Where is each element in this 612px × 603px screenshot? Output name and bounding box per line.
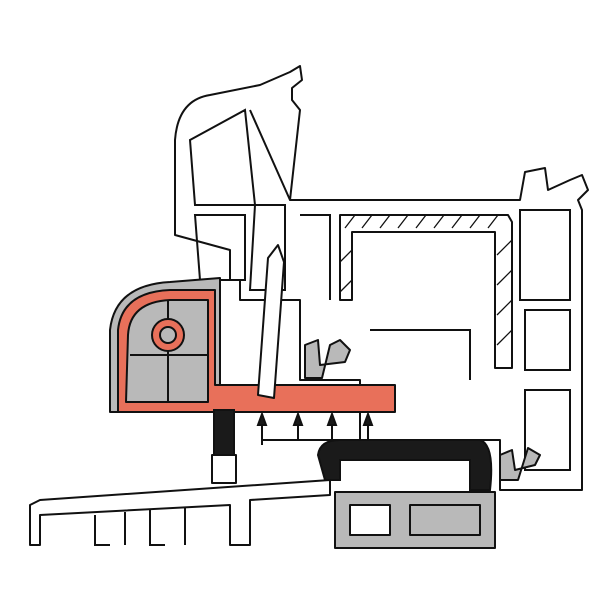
sash-inner-chambers — [188, 108, 571, 471]
bead-ribs — [130, 300, 208, 402]
glass-pane-edge — [257, 244, 285, 399]
screw-channel-hole — [159, 326, 177, 344]
sill-profile — [29, 479, 331, 546]
sash-gasket — [304, 339, 351, 379]
sash-profile — [174, 65, 589, 491]
black-spacer — [213, 409, 235, 456]
pressure-arrows — [261, 420, 369, 445]
bead-profile[interactable] — [117, 289, 396, 413]
spacer-base — [211, 454, 237, 484]
reinforcement-hatching — [339, 214, 513, 346]
glazing-gasket — [316, 439, 493, 491]
sill-fins — [94, 508, 186, 546]
sill-grey-profile — [334, 491, 496, 549]
frame-gasket — [499, 447, 541, 481]
arrow-heads — [256, 411, 374, 426]
steel-reinforcement — [339, 214, 513, 369]
